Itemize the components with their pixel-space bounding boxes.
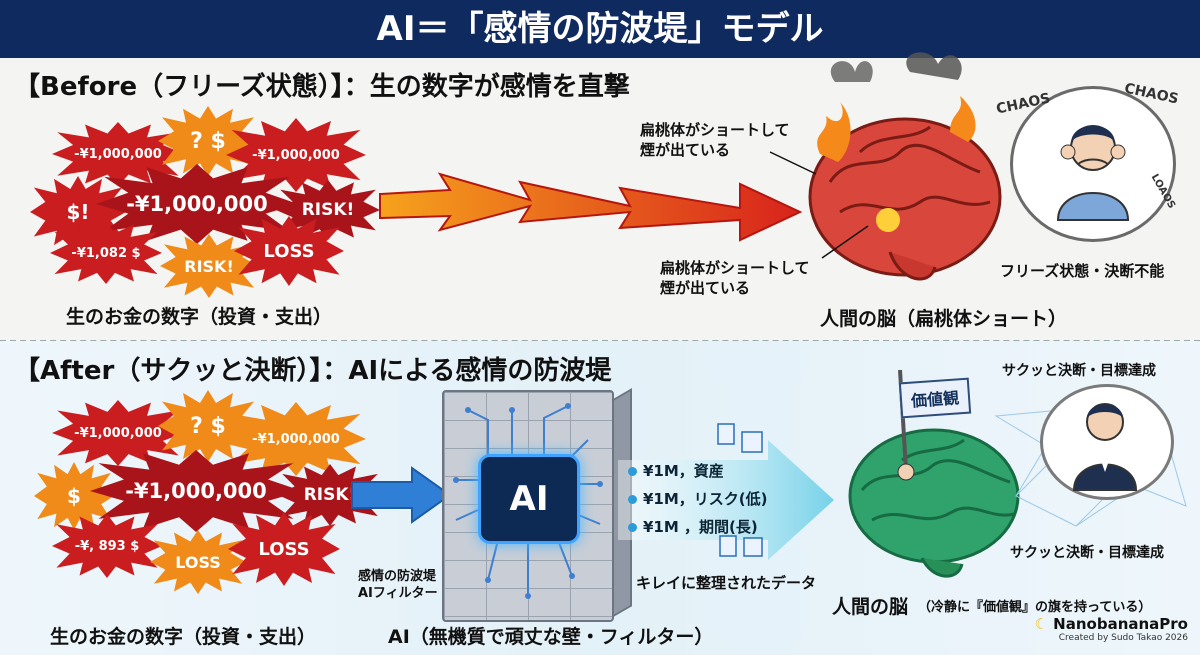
bullet-icon: [628, 495, 637, 504]
after-brain-subcaption: （冷静に『価値観』の旗を持っている）: [918, 600, 1152, 615]
brain-overheated-icon: [808, 52, 1002, 281]
data-stream-arrow: [618, 440, 834, 560]
before-brain-caption: 人間の脳（扁桃体ショート）: [820, 308, 1068, 330]
brand-credit: Created by Sudo Takao 2026: [1058, 633, 1188, 643]
goal-caption-top: サクッと決断・目標達成: [1002, 363, 1156, 379]
brand-watermark: ☾ NanobananaPro Created by Sudo Takao 20…: [1034, 615, 1188, 643]
amygdala-note-top: 扁桃体がショートして 煙が出ている: [640, 121, 790, 159]
bullet-icon: [628, 467, 637, 476]
fire-arrow: [379, 172, 803, 242]
amygdala-note-bottom: 扁桃体がショートして 煙が出ている: [660, 259, 810, 297]
pointer-line: [769, 151, 817, 175]
data-row: ¥1M，リスク(低): [628, 488, 768, 509]
stressed-person-icon: [1056, 125, 1130, 221]
before-money-caption: 生のお金の数字（投資・支出）: [66, 306, 333, 328]
wall-label: 感情の防波堤 AIフィルター: [358, 569, 438, 601]
data-caption: キレイに整理されたデータ: [636, 574, 817, 592]
goal-caption-bottom: サクッと決断・目標達成: [1010, 545, 1164, 561]
freeze-caption: フリーズ状態・決断不能: [1000, 262, 1165, 280]
ai-chip-icon: AI: [478, 454, 580, 544]
wall-caption: AI（無機質で頑丈な壁・フィルター）: [388, 626, 714, 648]
data-row: ¥1M，資産: [628, 460, 724, 481]
values-flag: 価値観: [898, 377, 972, 419]
after-brain-caption: 人間の脳: [832, 596, 909, 618]
input-arrow: [351, 466, 452, 524]
bullet-icon: [628, 523, 637, 532]
pointer-line: [821, 225, 869, 259]
after-money-caption: 生のお金の数字（投資・支出）: [50, 626, 317, 648]
calm-person-icon: [1072, 403, 1138, 491]
after-title: 【After（サクッと決断）】：AIによる感情の防波堤: [14, 356, 612, 386]
brain-calm-icon: [848, 369, 1020, 578]
document-icons: [717, 423, 763, 557]
page-title: AI＝「感情の防波堤」モデル: [0, 0, 1200, 58]
banana-icon: ☾: [1034, 615, 1048, 633]
data-row: ¥1M ，期間(長): [628, 516, 758, 537]
before-title: 【Before（フリーズ状態）】：生の数字が感情を直撃: [14, 72, 630, 102]
